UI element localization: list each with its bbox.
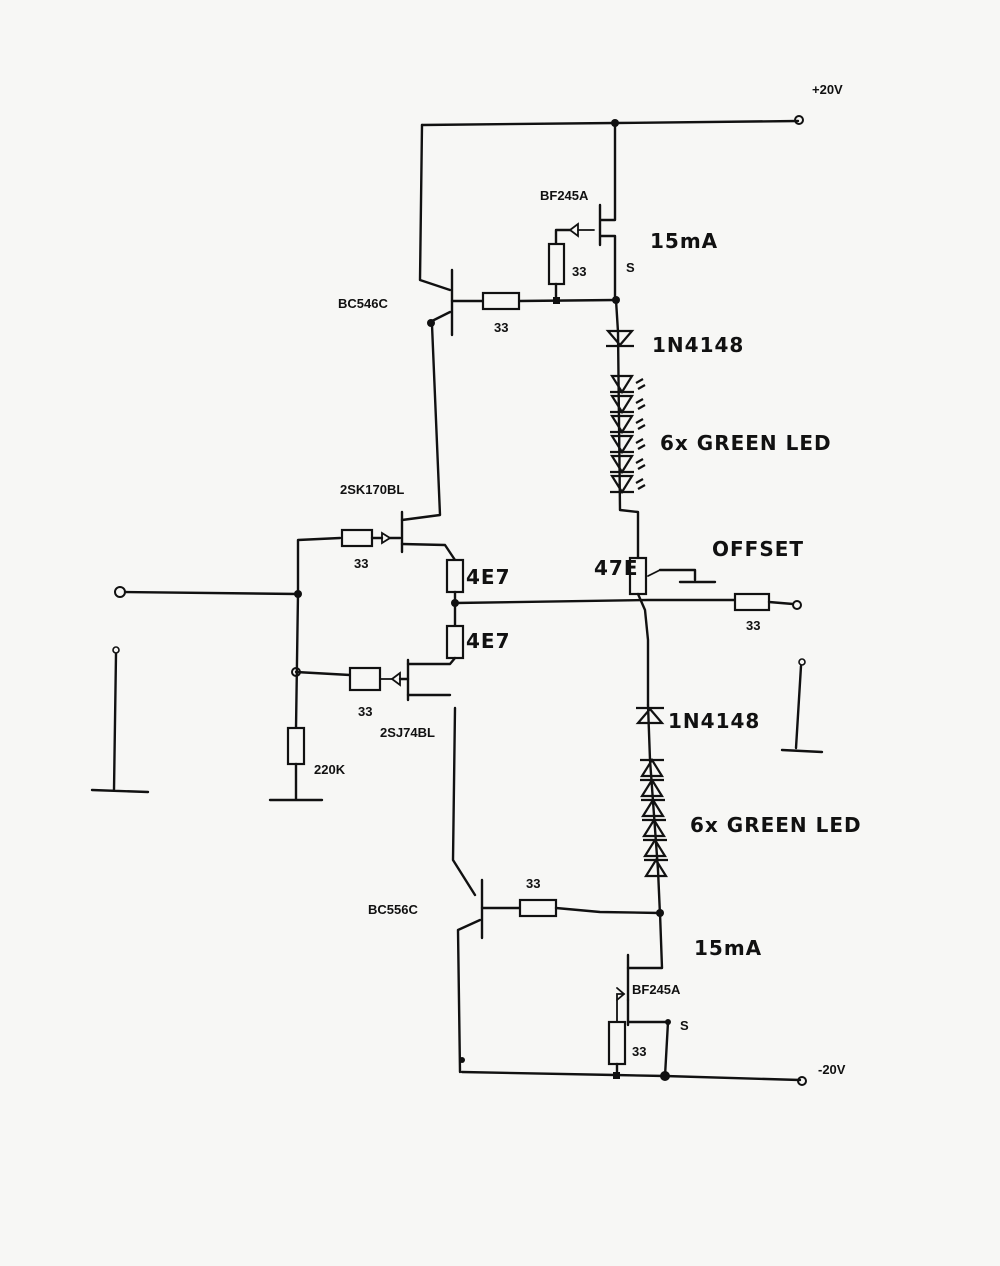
- label-offset: OFFSET: [712, 537, 804, 561]
- negative-rail: [460, 1070, 807, 1086]
- label-output-resistor: 33: [746, 618, 760, 633]
- bottom-bjt-base-resistor: [518, 898, 558, 918]
- label-input-jfet-p: 2SJ74BL: [380, 725, 435, 740]
- source-resistor-bottom: [445, 624, 465, 660]
- label-pot: 47E: [594, 556, 639, 580]
- input-bias-resistor-220k: [268, 726, 324, 802]
- top-diode-1n4148: [605, 329, 635, 348]
- label-bottom-leds: 6x GREEN LED: [690, 813, 862, 837]
- label-top-jfet: BF245A: [540, 188, 589, 203]
- top-jfet-resistor: [547, 242, 566, 304]
- label-supply-negative: -20V: [818, 1062, 846, 1077]
- top-bjt-bc546c: [418, 123, 485, 337]
- label-top-diode: 1N4148: [652, 333, 744, 357]
- label-top-current: 15mA: [650, 229, 718, 253]
- label-bottom-bjt: BC556C: [368, 902, 418, 917]
- bottom-bjt-bc556c: [456, 878, 522, 1074]
- bottom-jfet-resistor: [607, 1020, 627, 1079]
- label-supply-positive: +20V: [812, 82, 843, 97]
- left-ground-mark: [90, 646, 150, 794]
- top-bjt-base-resistor: [481, 291, 521, 311]
- base-wire-bottom: [554, 906, 662, 915]
- label-top-leds: 6x GREEN LED: [660, 431, 832, 455]
- label-input-jfet-n: 2SK170BL: [340, 482, 404, 497]
- label-top-bjt: BC546C: [338, 296, 388, 311]
- bottom-jfet-bf245a: [616, 911, 671, 1078]
- label-bottom-jfet-source: S: [680, 1018, 689, 1033]
- label-top-jfet-resistor: 33: [572, 264, 586, 279]
- offset-potentiometer: [628, 556, 717, 707]
- input-jfet-2sj74bl: [348, 656, 477, 897]
- right-ground-mark: [780, 658, 824, 754]
- label-top-bjt-base-resistor: 33: [494, 320, 508, 335]
- bottom-led-string: [640, 757, 668, 878]
- label-bottom-diode: 1N4148: [668, 709, 760, 733]
- label-input-jfet-p-gate-resistor: 33: [358, 704, 372, 719]
- label-source-resistor-top: 4E7: [466, 565, 511, 589]
- input-network: [114, 536, 352, 730]
- base-wire-top: [517, 298, 618, 303]
- label-input-jfet-n-gate-resistor: 33: [354, 556, 368, 571]
- label-bottom-jfet-resistor: 33: [632, 1044, 646, 1059]
- upper-gate-resistor: [340, 528, 374, 548]
- top-led-string: [610, 374, 646, 495]
- top-diode-string-wire: [614, 298, 640, 562]
- bottom-diode-1n4148: [635, 706, 665, 725]
- label-bottom-current: 15mA: [694, 936, 762, 960]
- source-resistor-top: [445, 558, 465, 594]
- positive-rail: [420, 115, 804, 127]
- output-network: [453, 592, 802, 612]
- label-source-resistor-bottom: 4E7: [466, 629, 511, 653]
- label-input-bias-resistor: 220K: [314, 762, 346, 777]
- label-top-jfet-source: S: [626, 260, 635, 275]
- input-jfet-2sk170bl: [370, 323, 457, 562]
- label-bottom-jfet: BF245A: [632, 982, 681, 997]
- label-bottom-bjt-base-resistor: 33: [526, 876, 540, 891]
- top-jfet-bf245a: [554, 121, 617, 300]
